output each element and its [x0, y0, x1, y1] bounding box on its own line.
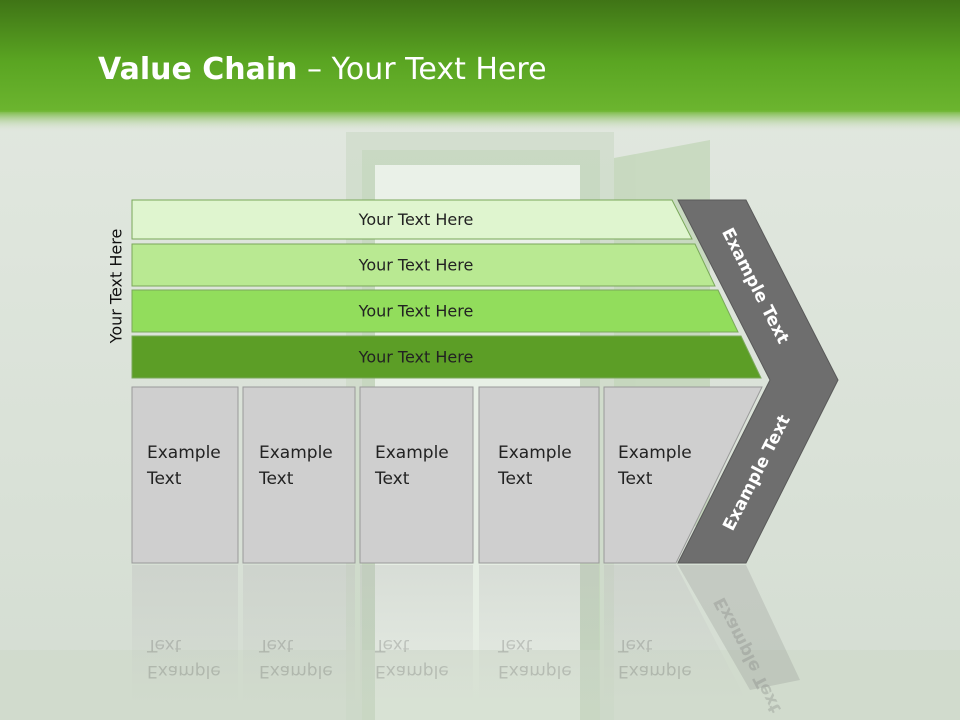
- activity-box-3: [359, 386, 474, 564]
- header-band: [0, 0, 960, 112]
- box-text-reflection-2: Example Text: [259, 632, 333, 684]
- box-text-reflection-4: Example Text: [498, 632, 572, 684]
- box-line-2: Text: [498, 469, 533, 489]
- box-text-reflection-3: Example Text: [375, 632, 449, 684]
- chevron-reflection: [678, 565, 800, 690]
- reflect-line-2: Text: [259, 635, 294, 655]
- activity-box-1: [131, 386, 239, 564]
- box-line-1: Example: [147, 443, 221, 463]
- value-bar-4: [131, 335, 762, 379]
- box-text-reflection-5: Example Text: [618, 632, 692, 684]
- activity-box-5: [603, 386, 763, 564]
- box-line-1: Example: [498, 443, 572, 463]
- header-fade: [0, 110, 960, 132]
- reflect-line-2: Text: [498, 635, 533, 655]
- reflection-group: [132, 565, 746, 705]
- box-line-1: Example: [618, 443, 692, 463]
- slide-title: Value Chain – Your Text Here: [98, 52, 547, 87]
- activity-box-4: [478, 386, 600, 564]
- reflect-line-1: Example: [259, 661, 333, 681]
- activity-box-reflection-1: [132, 565, 238, 705]
- vertical-side-label: Your Text Here: [106, 228, 126, 344]
- title-bold-part: Value Chain: [98, 52, 298, 87]
- value-bar-label-3: Your Text Here: [358, 302, 474, 321]
- chevron-arrow: [677, 199, 839, 564]
- reflect-line-1: Example: [147, 661, 221, 681]
- value-bar-label-4: Your Text Here: [358, 348, 474, 367]
- box-text-1: Example Text: [147, 440, 221, 492]
- activity-box-2: [242, 386, 356, 564]
- box-text-3: Example Text: [375, 440, 449, 492]
- box-line-1: Example: [375, 443, 449, 463]
- activity-box-reflection-2: [243, 565, 355, 705]
- box-text-reflection-1: Example Text: [147, 632, 221, 684]
- box-line-2: Text: [618, 469, 653, 489]
- activity-box-reflection-5: [604, 565, 746, 700]
- activity-box-reflection-4: [479, 565, 599, 705]
- value-bar-3: [131, 289, 739, 333]
- reflect-line-2: Text: [375, 635, 410, 655]
- box-line-2: Text: [259, 469, 294, 489]
- reflect-line-1: Example: [498, 661, 572, 681]
- box-line-1: Example: [259, 443, 333, 463]
- box-line-2: Text: [375, 469, 410, 489]
- value-bar-label-1: Your Text Here: [358, 210, 474, 229]
- reflect-line-2: Text: [147, 635, 182, 655]
- value-bar-2: [131, 243, 716, 287]
- box-text-2: Example Text: [259, 440, 333, 492]
- value-bar-label-2: Your Text Here: [358, 256, 474, 275]
- box-text-5: Example Text: [618, 440, 692, 492]
- reflect-line-1: Example: [618, 661, 692, 681]
- activity-box-reflection-3: [360, 565, 473, 705]
- box-line-2: Text: [147, 469, 182, 489]
- box-text-4: Example Text: [498, 440, 572, 492]
- value-bar-1: [131, 199, 693, 240]
- reflect-line-2: Text: [618, 635, 653, 655]
- title-rest-part: – Your Text Here: [297, 52, 547, 87]
- box-group: [131, 386, 763, 564]
- reflect-line-1: Example: [375, 661, 449, 681]
